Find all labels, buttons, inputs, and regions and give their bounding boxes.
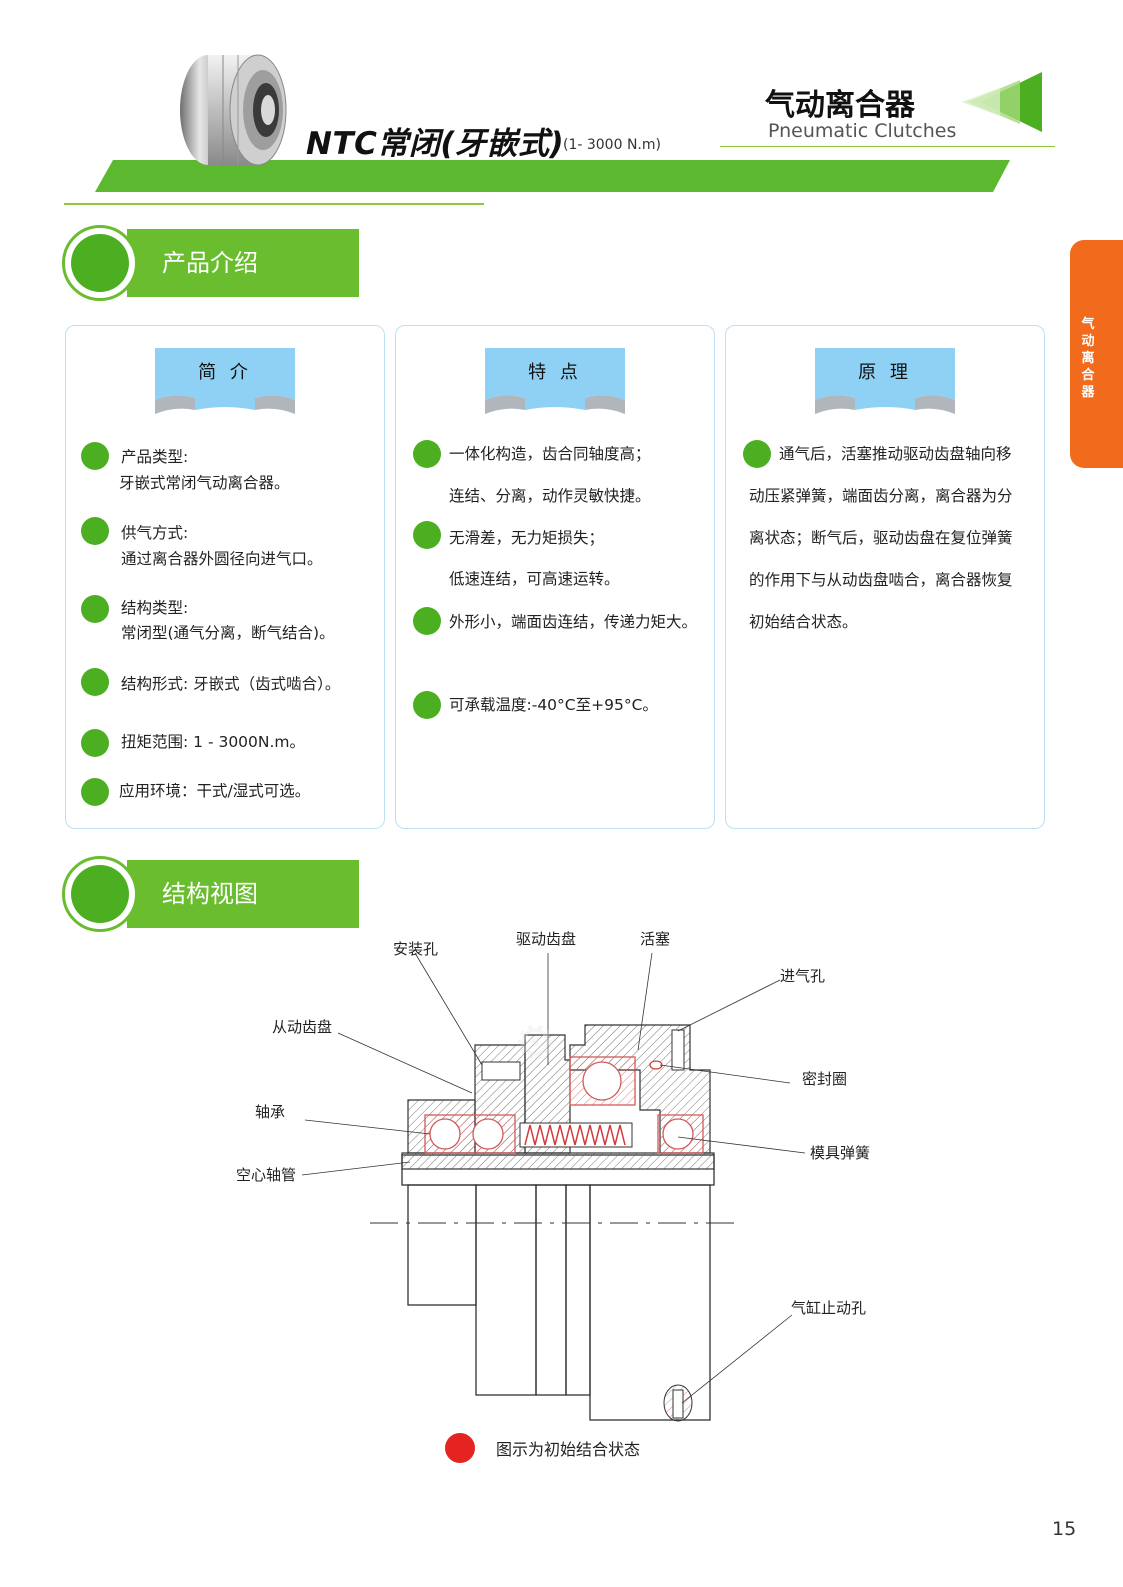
header-title-underline <box>720 146 1055 147</box>
section-header-intro: 产品介绍 <box>62 225 359 301</box>
label-cylinder-stop-hole: 气缸止动孔 <box>791 1299 867 1317</box>
feature-line: 低速连结，可高速运转。 <box>449 570 620 588</box>
side-category-tab[interactable] <box>1070 240 1123 468</box>
bullet-dot <box>413 521 441 549</box>
card-features: 特 点 一体化构造，齿合同轴度高； 连结、分离，动作灵敏快捷。 无滑差，无力矩损… <box>395 325 715 829</box>
card-title: 简 介 <box>198 362 252 383</box>
principle-line: 动压紧弹簧，端面齿分离，离合器为分 <box>749 487 1013 505</box>
bullet-dot <box>413 607 441 635</box>
green-arrow-logo-icon <box>962 72 1042 132</box>
intro-item-value: 常闭型(通气分离，断气结合)。 <box>121 624 335 642</box>
intro-item-value: 通过离合器外圆径向进气口。 <box>121 550 323 568</box>
header-underline <box>64 203 484 205</box>
ribbon-banner-icon <box>155 348 295 414</box>
principle-line: 的作用下与从动齿盘啮合，离合器恢复 <box>749 571 1013 589</box>
label-air-inlet: 进气孔 <box>780 967 826 985</box>
label-piston: 活塞 <box>640 930 671 948</box>
bullet-dot <box>81 517 109 545</box>
diagram-legend-text: 图示为初始结合状态 <box>496 1440 641 1459</box>
intro-item-text: 扭矩范围: 1 - 3000N.m。 <box>121 733 306 751</box>
intro-item-label: 产品类型: <box>121 448 189 466</box>
category-subtitle: Pneumatic Clutches <box>768 120 957 142</box>
label-drive-gear-disc: 驱动齿盘 <box>516 930 577 948</box>
principle-line: 离状态；断气后，驱动齿盘在复位弹簧 <box>749 529 1013 547</box>
section-bar <box>127 229 359 297</box>
bullet-dot <box>413 440 441 468</box>
ribbon-banner-icon <box>815 348 955 414</box>
product-title: NTC常闭(牙嵌式) <box>306 126 565 162</box>
clutch-cross-section-diagram: ⚙ <box>301 952 806 1422</box>
side-category-tab-label: 气动离合器 <box>1081 317 1095 400</box>
label-bearing: 轴承 <box>255 1103 286 1121</box>
section-circle-icon <box>62 856 138 932</box>
bullet-dot <box>413 691 441 719</box>
clutch-product-image <box>180 54 287 166</box>
bullet-dot <box>81 595 109 623</box>
section-circle-icon <box>62 225 138 301</box>
bullet-dot <box>81 668 109 696</box>
section-title: 结构视图 <box>162 880 258 908</box>
category-title: 气动离合器 <box>765 88 915 123</box>
section-header-structure: 结构视图 <box>62 856 359 932</box>
card-title: 特 点 <box>528 362 582 383</box>
bullet-dot <box>81 442 109 470</box>
label-mounting-hole: 安装孔 <box>393 940 439 958</box>
header-green-bar <box>95 160 1010 192</box>
bullet-dot <box>743 440 771 468</box>
intro-item-text: 应用环境：干式/湿式可选。 <box>119 782 311 800</box>
page-number: 15 <box>1052 1518 1077 1540</box>
principle-line: 通气后，活塞推动驱动齿盘轴向移 <box>779 445 1012 463</box>
feature-line: 无滑差，无力矩损失； <box>449 529 605 547</box>
ribbon-banner-icon <box>485 348 625 414</box>
feature-line: 可承载温度:-40°C至+95°C。 <box>449 696 658 714</box>
label-seal-ring: 密封圈 <box>802 1070 848 1088</box>
label-hollow-shaft: 空心轴管 <box>236 1166 297 1184</box>
feature-line: 一体化构造，齿合同轴度高； <box>449 445 651 463</box>
bullet-dot <box>81 729 109 757</box>
principle-line: 初始结合状态。 <box>749 613 858 631</box>
feature-line: 连结、分离，动作灵敏快捷。 <box>449 487 651 505</box>
legend-red-dot-icon <box>445 1433 475 1463</box>
label-die-spring: 模具弹簧 <box>810 1144 871 1162</box>
label-driven-gear-disc: 从动齿盘 <box>272 1018 333 1036</box>
product-torque-range: (1- 3000 N.m) <box>563 137 661 153</box>
section-bar <box>127 860 359 928</box>
intro-item-value: 牙嵌式常闭气动离合器。 <box>119 474 290 492</box>
feature-line: 外形小，端面齿连结，传递力矩大。 <box>449 613 698 631</box>
bullet-dot <box>81 778 109 806</box>
card-title: 原 理 <box>858 362 912 383</box>
card-principle: 原 理 通气后，活塞推动驱动齿盘轴向移 动压紧弹簧，端面齿分离，离合器为分 离状… <box>725 325 1045 829</box>
intro-item-label: 供气方式: <box>121 524 189 542</box>
intro-item-label: 结构类型: <box>121 599 189 617</box>
card-intro: 简 介 产品类型: 牙嵌式常闭气动离合器。 供气方式: 通过离合器外圆径向进气口… <box>65 325 385 829</box>
section-title: 产品介绍 <box>162 249 258 277</box>
intro-item-text: 结构形式: 牙嵌式（齿式啮合）。 <box>121 675 341 693</box>
